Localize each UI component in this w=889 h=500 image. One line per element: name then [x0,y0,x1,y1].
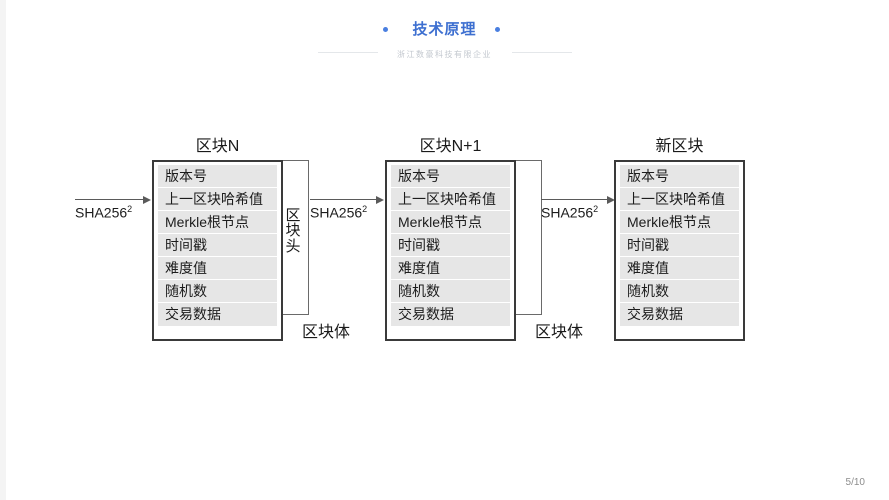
arrow-1-2-label: SHA2562 [310,204,367,221]
block-row-merkle: Merkle根节点 [391,211,510,234]
block-row-tx-data: 交易数据 [620,303,739,326]
arrow-2-3-label-exponent: 2 [593,204,599,214]
subtitle-rule-right [512,52,572,53]
block-row-merkle: Merkle根节点 [158,211,277,234]
block-row-prev-hash: 上一区块哈希值 [620,188,739,211]
arrow-2-3-head [607,195,615,204]
arrow-incoming-label: SHA2562 [75,204,132,221]
block-row-difficulty: 难度值 [158,257,277,280]
block-box-block-n-plus-1: 版本号 上一区块哈希值 Merkle根节点 时间戳 难度值 随机数 交易数据 [385,160,516,341]
block-row-version: 版本号 [158,165,277,188]
block-title-block-n-plus-1: 区块N+1 [419,138,482,155]
block-title-new-block: 新区块 [655,138,704,155]
block-row-tx-data: 交易数据 [158,303,277,326]
arrow-1-2-label-text: SHA256 [310,204,363,221]
arrow-incoming-label-exponent: 2 [127,204,133,214]
block-row-version: 版本号 [620,165,739,188]
arrow-incoming-head [143,195,151,204]
arrow-1-2-head [376,195,384,204]
bullet-dot-right-icon [495,27,500,32]
block-row-prev-hash: 上一区块哈希值 [391,188,510,211]
arrow-2-3-label: SHA2562 [541,204,598,221]
block-row-tx-data: 交易数据 [391,303,510,326]
header-subtitle-row: 浙江数豪科技有限企业 [0,44,889,60]
block-header-bracket-block-n [283,160,309,315]
page-subtitle: 浙江数豪科技有限企业 [397,50,492,59]
subtitle-rule-left [318,52,378,53]
arrow-2-3-label-text: SHA256 [541,204,594,221]
block-row-timestamp: 时间戳 [158,234,277,257]
header-title-row: 技术原理 [0,18,889,42]
block-row-prev-hash: 上一区块哈希值 [158,188,277,211]
block-body-label-block-n: 区块体 [302,324,351,341]
arrow-1-2-label-exponent: 2 [362,204,368,214]
slide-header: 技术原理 浙江数豪科技有限企业 [0,18,889,60]
block-row-difficulty: 难度值 [620,257,739,280]
block-row-version: 版本号 [391,165,510,188]
arrow-2-3-line [541,199,607,200]
block-row-timestamp: 时间戳 [391,234,510,257]
arrow-1-2-line [310,199,376,200]
block-header-label-block-n: 区块头 [285,207,301,255]
arrow-incoming-line [75,199,143,200]
left-gutter-strip [0,0,6,500]
block-row-nonce: 随机数 [391,280,510,303]
block-row-difficulty: 难度值 [391,257,510,280]
block-row-nonce: 随机数 [158,280,277,303]
block-box-block-n: 版本号 上一区块哈希值 Merkle根节点 时间戳 难度值 随机数 交易数据 [152,160,283,341]
arrow-incoming-label-text: SHA256 [75,204,128,221]
block-row-nonce: 随机数 [620,280,739,303]
page-title: 技术原理 [412,21,477,38]
bullet-dot-left-icon [383,27,388,32]
block-title-block-n: 区块N [195,138,240,155]
block-header-bracket-block-n-plus-1 [516,160,542,315]
block-body-label-block-n-plus-1: 区块体 [535,324,584,341]
block-row-timestamp: 时间戳 [620,234,739,257]
page-number: 5/10 [845,477,865,488]
block-box-new-block: 版本号 上一区块哈希值 Merkle根节点 时间戳 难度值 随机数 交易数据 [614,160,745,341]
block-row-merkle: Merkle根节点 [620,211,739,234]
